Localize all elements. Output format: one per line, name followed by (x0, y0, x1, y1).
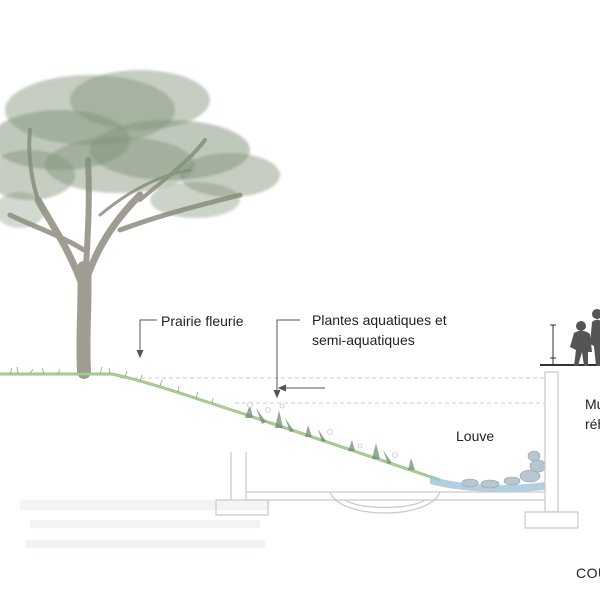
label-mur: Mu réh (585, 394, 600, 435)
label-prairie-fleurie: Prairie fleurie (161, 313, 244, 329)
label-coupe: COU (576, 565, 600, 581)
flower-dots (247, 402, 398, 458)
label-plantes-line2: semi-aquatiques (312, 332, 415, 349)
label-louve: Louve (456, 428, 495, 444)
tree (0, 70, 280, 379)
railing (550, 324, 556, 365)
stones (461, 450, 547, 489)
wall-structure (524, 364, 600, 529)
basin-structure (215, 452, 545, 516)
plantes-arrow-vertical (276, 319, 300, 395)
callout-arrows (136, 319, 325, 399)
label-mur-line2: réh (585, 416, 600, 433)
aquatic-plants (245, 404, 415, 470)
prairie-arrow (139, 319, 157, 355)
people-silhouettes (570, 309, 600, 366)
ground-reflection (20, 500, 270, 548)
label-plantes-line1: Plantes aquatiques et (312, 312, 447, 328)
pond-water (430, 450, 547, 492)
label-mur-line1: Mu (585, 396, 600, 412)
tree-canopy (0, 70, 280, 228)
label-plantes-aquatiques: Plantes aquatiques et semi-aquatiques (312, 310, 447, 351)
grass-tufts (9, 366, 214, 404)
ground-surface (0, 372, 441, 482)
water-level-lines (120, 377, 545, 404)
